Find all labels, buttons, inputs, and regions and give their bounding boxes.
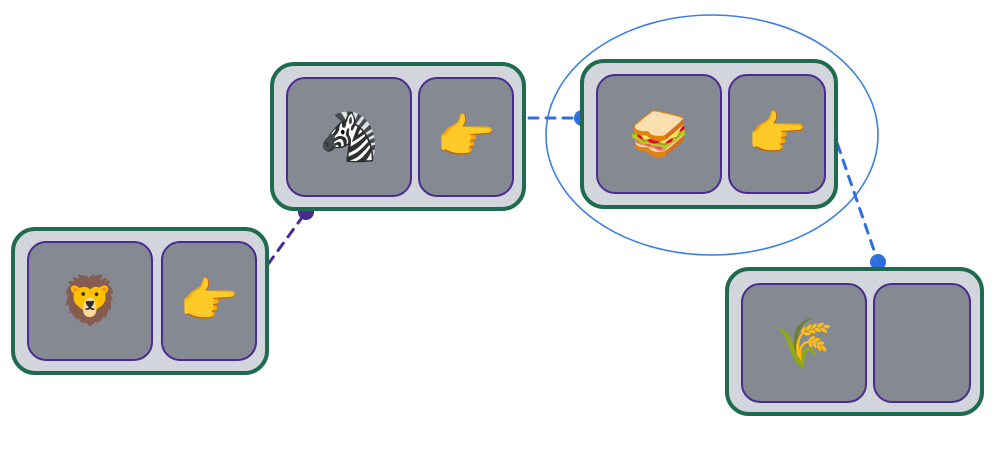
pointing-right-hand-icon: 👉 xyxy=(436,109,496,165)
node-value-cell[interactable] xyxy=(27,241,153,361)
node-value-cell[interactable] xyxy=(286,77,412,197)
sandwich-icon: 🥪 xyxy=(629,106,689,162)
lion-face-icon: 🦁 xyxy=(60,273,120,329)
link-lion-to-zebra xyxy=(256,210,308,280)
list-node-zebra[interactable]: 🦓 👉 xyxy=(270,62,526,211)
zebra-icon: 🦓 xyxy=(319,109,379,165)
sheaf-of-rice-icon: 🌾 xyxy=(774,315,834,371)
pointing-right-hand-icon: 👉 xyxy=(179,273,239,329)
selection-ring xyxy=(545,14,879,256)
node-pointer-cell-empty[interactable] xyxy=(873,283,971,403)
node-pointer-cell[interactable] xyxy=(161,241,257,361)
link-sandwich-to-rice xyxy=(830,126,880,264)
node-pointer-cell[interactable] xyxy=(728,74,826,194)
pointing-right-hand-icon: 👉 xyxy=(747,106,807,162)
link-endpoint-dot xyxy=(870,254,886,270)
node-value-cell[interactable] xyxy=(596,74,722,194)
list-node-rice[interactable]: 🌾 xyxy=(725,267,984,416)
list-node-lion[interactable]: 🦁 👉 xyxy=(11,227,269,375)
node-value-cell[interactable] xyxy=(741,283,867,403)
list-node-sandwich[interactable]: 🥪 👉 xyxy=(580,59,838,209)
node-pointer-cell[interactable] xyxy=(418,77,514,197)
